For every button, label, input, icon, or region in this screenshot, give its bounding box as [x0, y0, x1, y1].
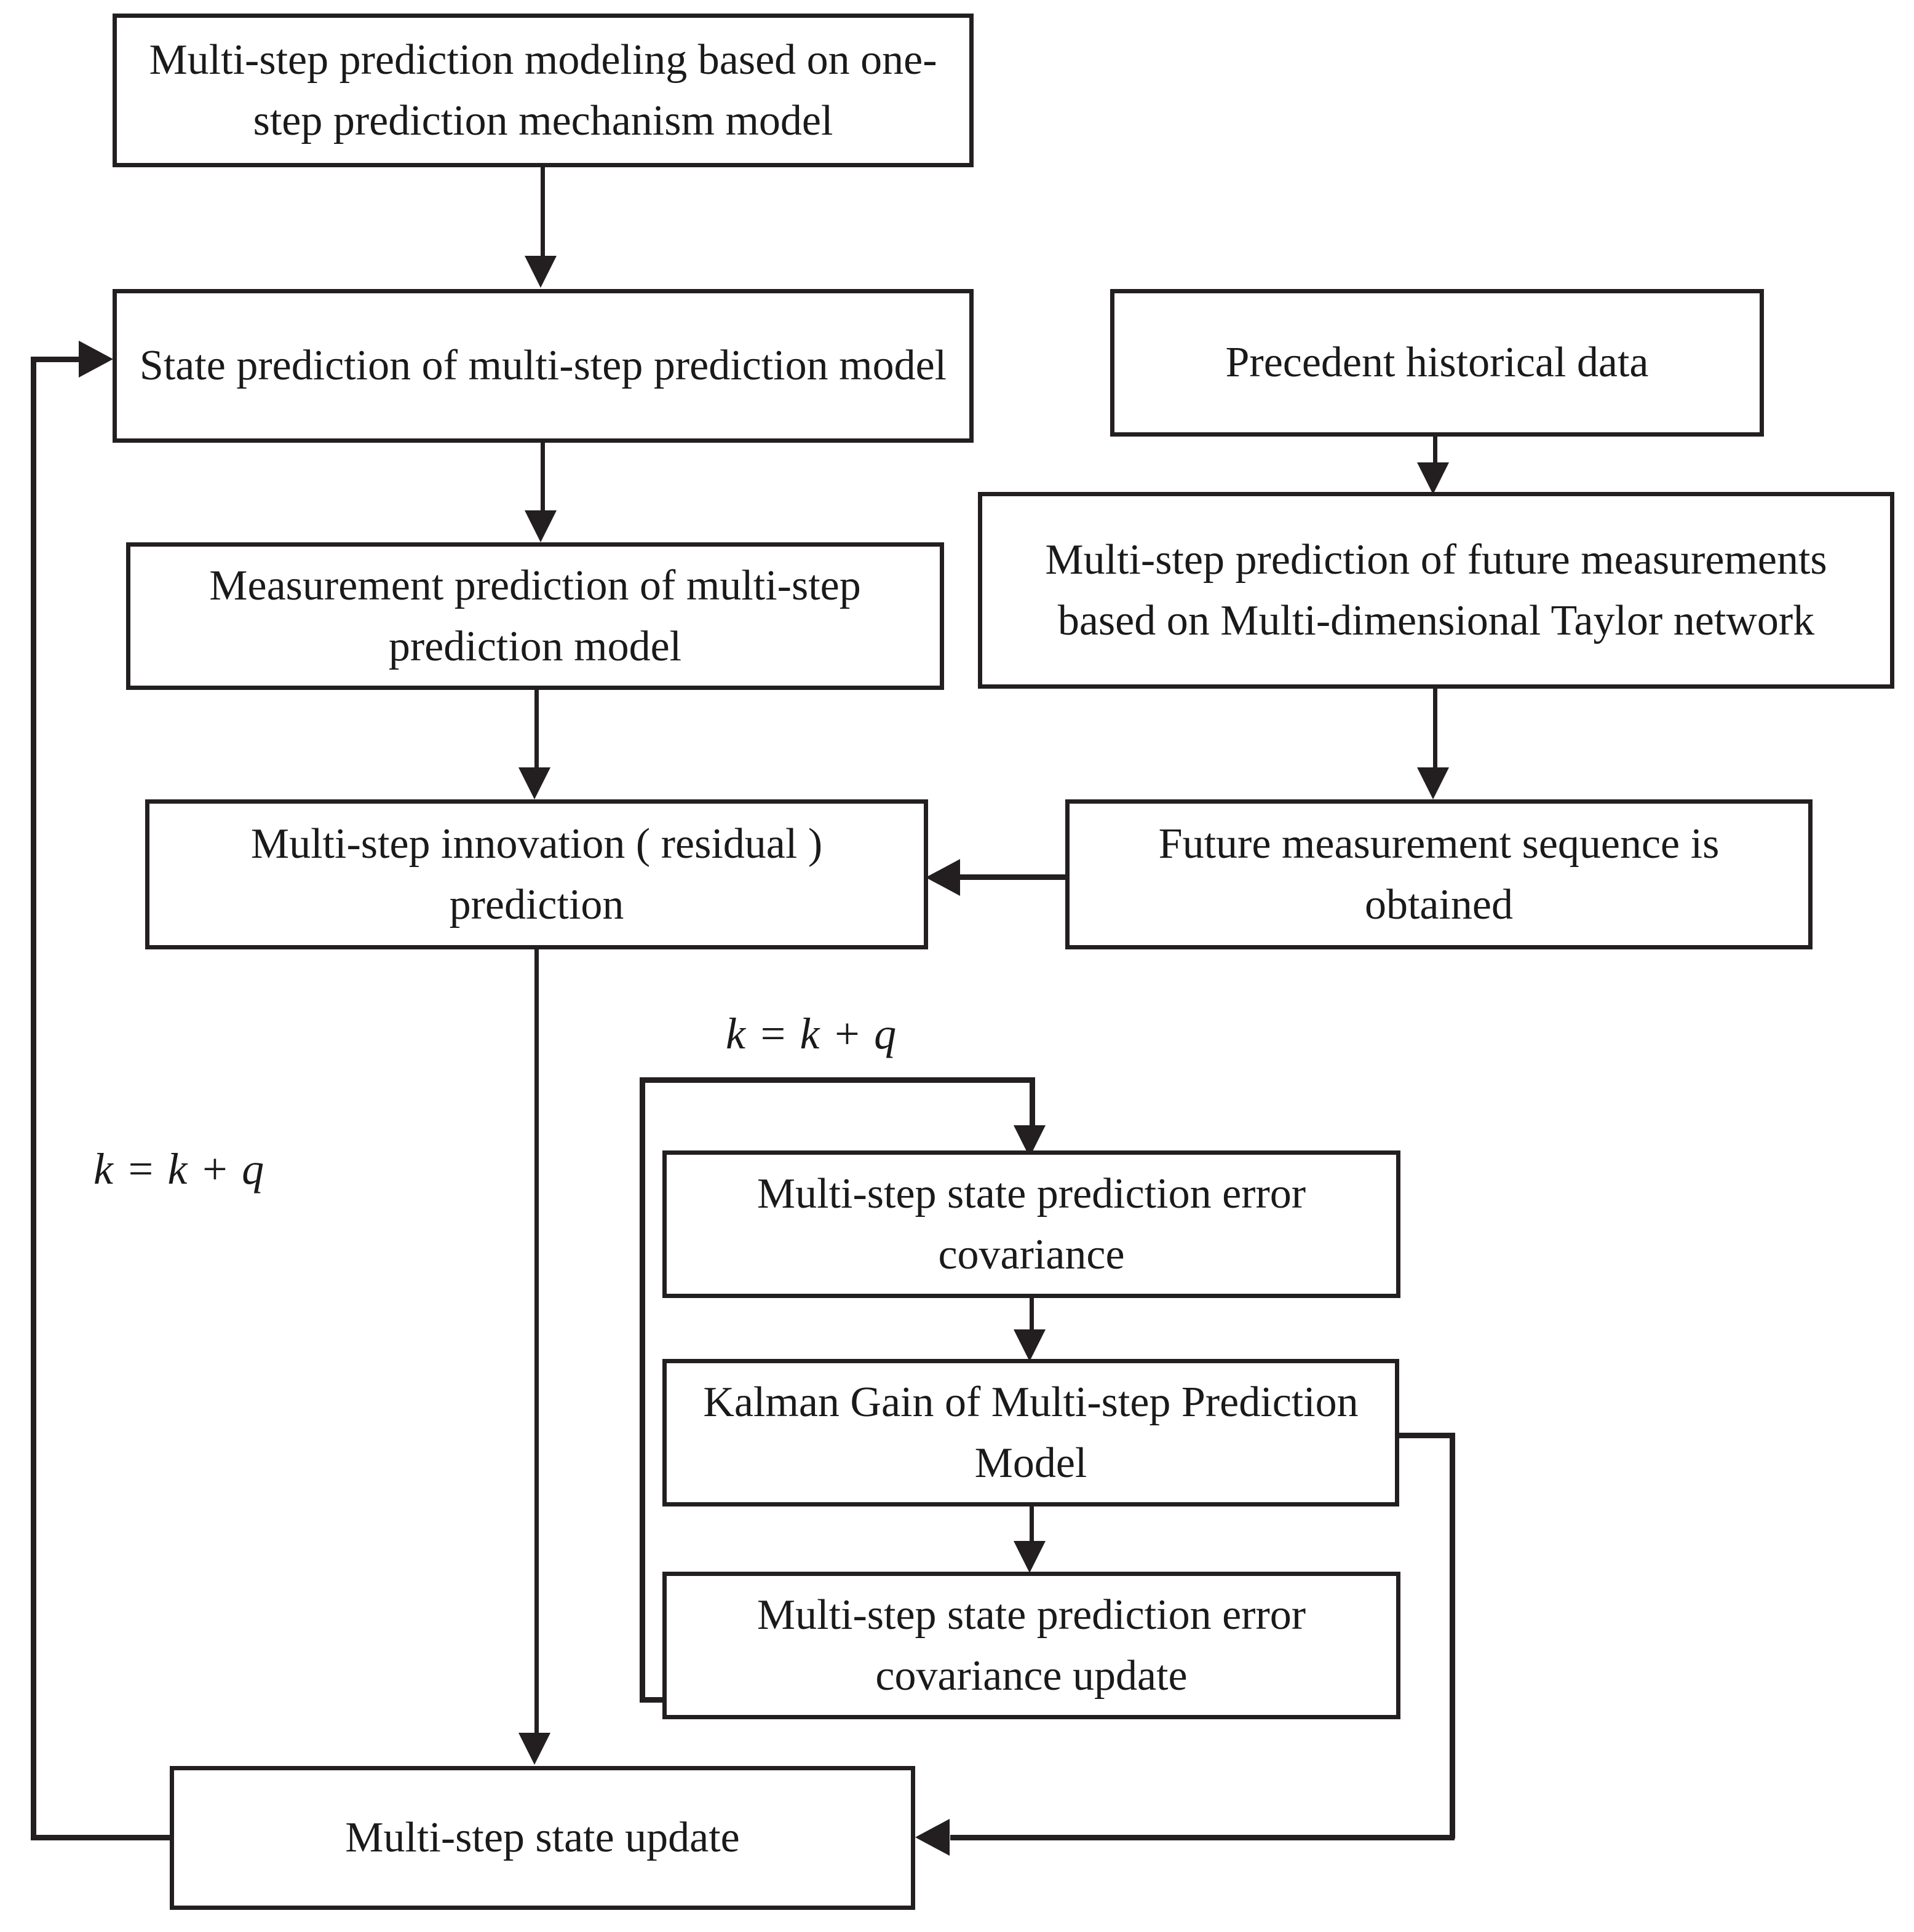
- node-modeling-label: Multi-step prediction modeling based on …: [149, 36, 937, 145]
- node-mdtn-prediction-label: Multi-step prediction of future measurem…: [1045, 536, 1827, 644]
- node-measurement-prediction-label: Measurement prediction of multi-step pre…: [209, 561, 861, 670]
- node-measurement-prediction: Measurement prediction of multi-step pre…: [126, 542, 944, 690]
- node-error-covariance-update-label: Multi-step state prediction error covari…: [756, 1591, 1306, 1700]
- node-state-prediction-label: State prediction of multi-step predictio…: [139, 342, 947, 390]
- edge-measurement-prediction-to-innovation: [534, 690, 539, 770]
- edge-historical-to-mdtn: [1433, 437, 1437, 465]
- edge-label-loop-right: k = k + q: [726, 1009, 897, 1058]
- edge-loop-right-top: [640, 1077, 1035, 1083]
- edge-loop-right-riser: [640, 1077, 645, 1702]
- node-innovation-label: Multi-step innovation ( residual ) predi…: [250, 820, 823, 928]
- edge-kalman-gain-to-state-update: [950, 1835, 1455, 1840]
- node-error-covariance-update: Multi-step state prediction error covari…: [662, 1572, 1400, 1719]
- arrow-innovation-to-state-update-head: [518, 1733, 550, 1765]
- node-error-covariance: Multi-step state prediction error covari…: [662, 1150, 1400, 1298]
- node-future-sequence: Future measurement sequence is obtained: [1065, 799, 1813, 949]
- edge-error-covariance-to-kalman-gain: [1030, 1298, 1034, 1334]
- edge-mdtn-to-future-sequence: [1433, 689, 1437, 771]
- node-kalman-gain-label: Kalman Gain of Multi-step Prediction Mod…: [703, 1378, 1359, 1487]
- arrow-measurement-to-innovation-head: [518, 767, 550, 799]
- arrow-mdtn-to-future-head: [1417, 767, 1449, 799]
- edge-kalman-gain-to-covariance-update: [1030, 1506, 1034, 1545]
- node-mdtn-prediction: Multi-step prediction of future measurem…: [978, 492, 1894, 689]
- node-modeling: Multi-step prediction modeling based on …: [113, 14, 974, 167]
- arrow-state-to-measurement-head: [525, 510, 557, 542]
- node-kalman-gain: Kalman Gain of Multi-step Prediction Mod…: [662, 1359, 1399, 1506]
- edge-future-sequence-to-innovation: [959, 874, 1070, 880]
- arrow-modeling-to-state-prediction-head: [525, 256, 557, 288]
- edge-state-prediction-to-measurement-prediction: [541, 443, 545, 513]
- arrow-kalman-to-state-update-head: [915, 1819, 950, 1856]
- node-future-sequence-label: Future measurement sequence is obtained: [1158, 820, 1720, 928]
- node-error-covariance-label: Multi-step state prediction error covari…: [756, 1170, 1306, 1278]
- edge-kalman-gain-exit-right: [1396, 1433, 1455, 1438]
- edge-left-loop-top: [31, 357, 82, 362]
- edge-label-loop-left: k = k + q: [93, 1144, 265, 1194]
- edge-innovation-to-state-update: [534, 949, 539, 1734]
- node-historical-data-label: Precedent historical data: [1225, 339, 1649, 387]
- arrow-historical-to-mdtn-head: [1417, 462, 1449, 494]
- edge-kalman-gain-right-drop: [1450, 1433, 1455, 1839]
- node-historical-data: Precedent historical data: [1110, 289, 1764, 437]
- edge-left-loop-riser: [31, 357, 36, 1839]
- node-state-update-label: Multi-step state update: [345, 1814, 740, 1862]
- node-state-prediction: State prediction of multi-step predictio…: [113, 289, 974, 443]
- arrow-error-cov-to-kalman-head: [1014, 1329, 1046, 1361]
- node-innovation: Multi-step innovation ( residual ) predi…: [145, 799, 928, 949]
- node-state-update: Multi-step state update: [170, 1766, 915, 1910]
- arrow-future-to-innovation-head: [926, 859, 960, 896]
- arrow-left-loop-head: [79, 341, 113, 378]
- edge-modeling-to-state-prediction: [541, 167, 545, 258]
- edge-state-update-exit-left: [31, 1835, 175, 1840]
- arrow-kalman-to-cov-update-head: [1014, 1541, 1046, 1573]
- edge-loop-right-drop: [1030, 1077, 1035, 1140]
